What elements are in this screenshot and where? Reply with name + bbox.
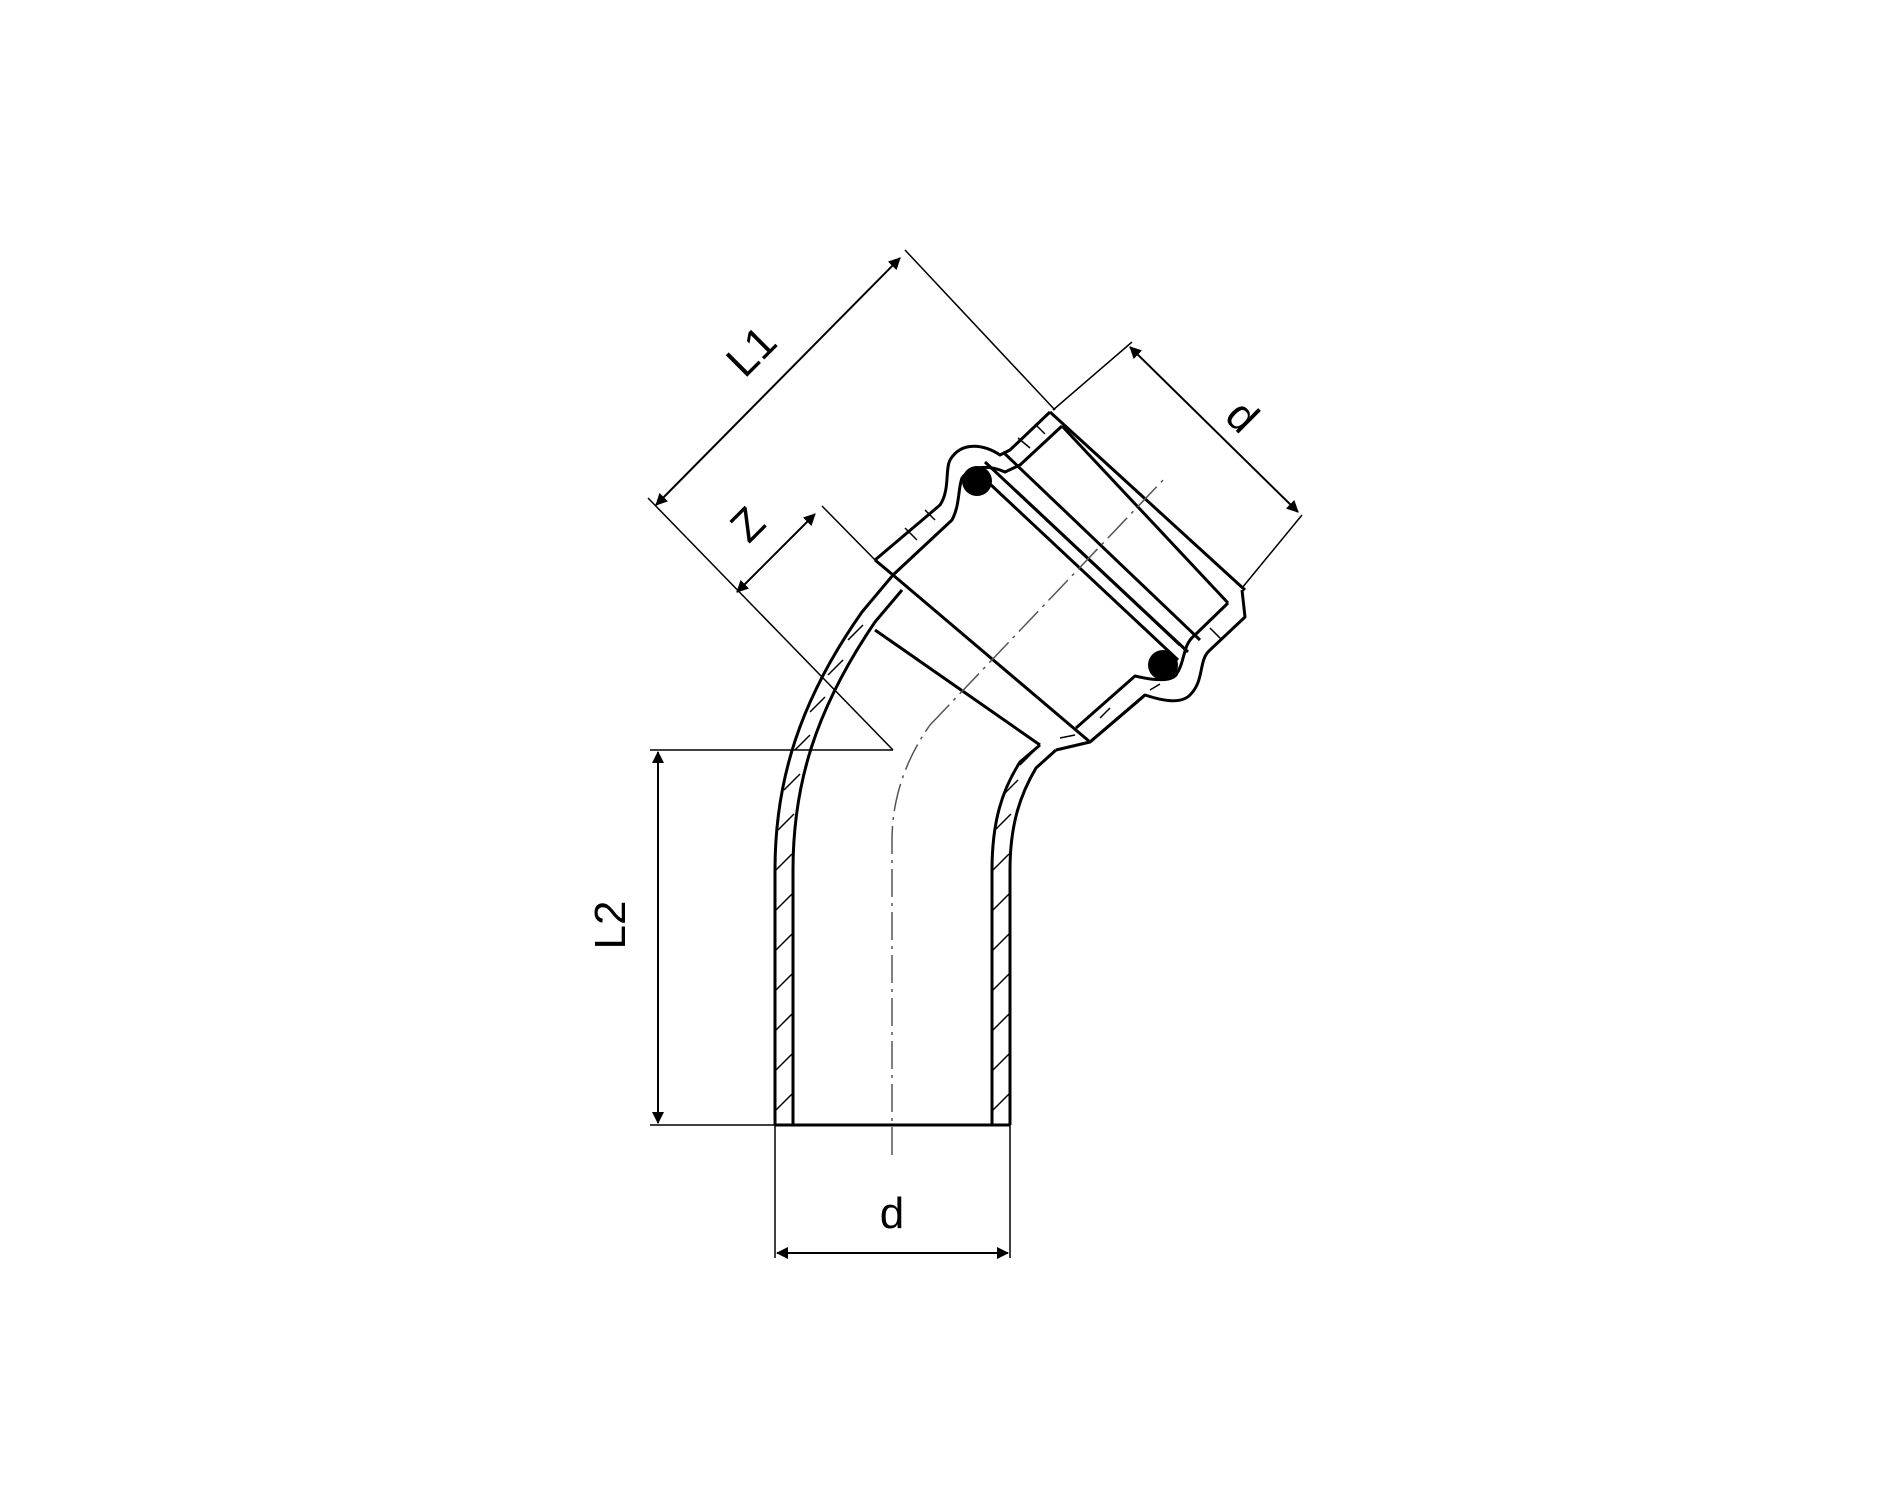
o-ring-upper — [962, 466, 992, 496]
socket-line-1 — [892, 573, 1091, 744]
centerlines — [891, 477, 1166, 1155]
socket-lower-outer — [1089, 589, 1247, 744]
ext-d2-bottom — [1241, 514, 1303, 589]
label-d-spigot: d — [880, 1189, 904, 1238]
socket-line-6 — [1013, 488, 1182, 647]
ext-l1-bottom — [647, 497, 894, 751]
dim-d-socket — [1129, 346, 1299, 513]
socket-upper-inner — [891, 424, 1064, 577]
socket-line-5 — [1001, 450, 1202, 642]
spigot-right-wall-outer — [1008, 748, 1058, 1125]
ext-l1-top — [904, 249, 1056, 411]
label-d-socket: d — [1216, 391, 1268, 443]
spigot-right-wall-inner — [990, 743, 1041, 1125]
spigot-left-wall-outer — [773, 574, 895, 1125]
o-ring-lower — [1148, 650, 1178, 680]
dim-l1 — [655, 257, 901, 506]
socket-centerline — [929, 477, 1166, 726]
wall-hatching — [775, 423, 1223, 1111]
fitting-body — [773, 410, 1247, 1127]
spigot-centerline — [891, 724, 931, 1155]
socket-lower-inner — [1075, 601, 1230, 730]
socket-line-3 — [973, 468, 1180, 662]
dim-z — [736, 513, 816, 593]
dimension-lines — [647, 249, 1303, 1259]
ext-d2-top — [1052, 341, 1133, 411]
ext-z-top — [821, 505, 881, 566]
cone-right-outer — [1055, 693, 1146, 752]
socket-mouth-end — [1048, 410, 1247, 592]
label-z: Z — [721, 498, 775, 552]
label-l1: L1 — [717, 317, 786, 386]
socket-upper-outer — [874, 410, 1052, 562]
spigot-left-wall-inner — [791, 589, 904, 1125]
socket-line-2 — [874, 628, 1041, 747]
label-l2: L2 — [586, 901, 635, 950]
socket-mouth-inner — [1060, 424, 1230, 605]
